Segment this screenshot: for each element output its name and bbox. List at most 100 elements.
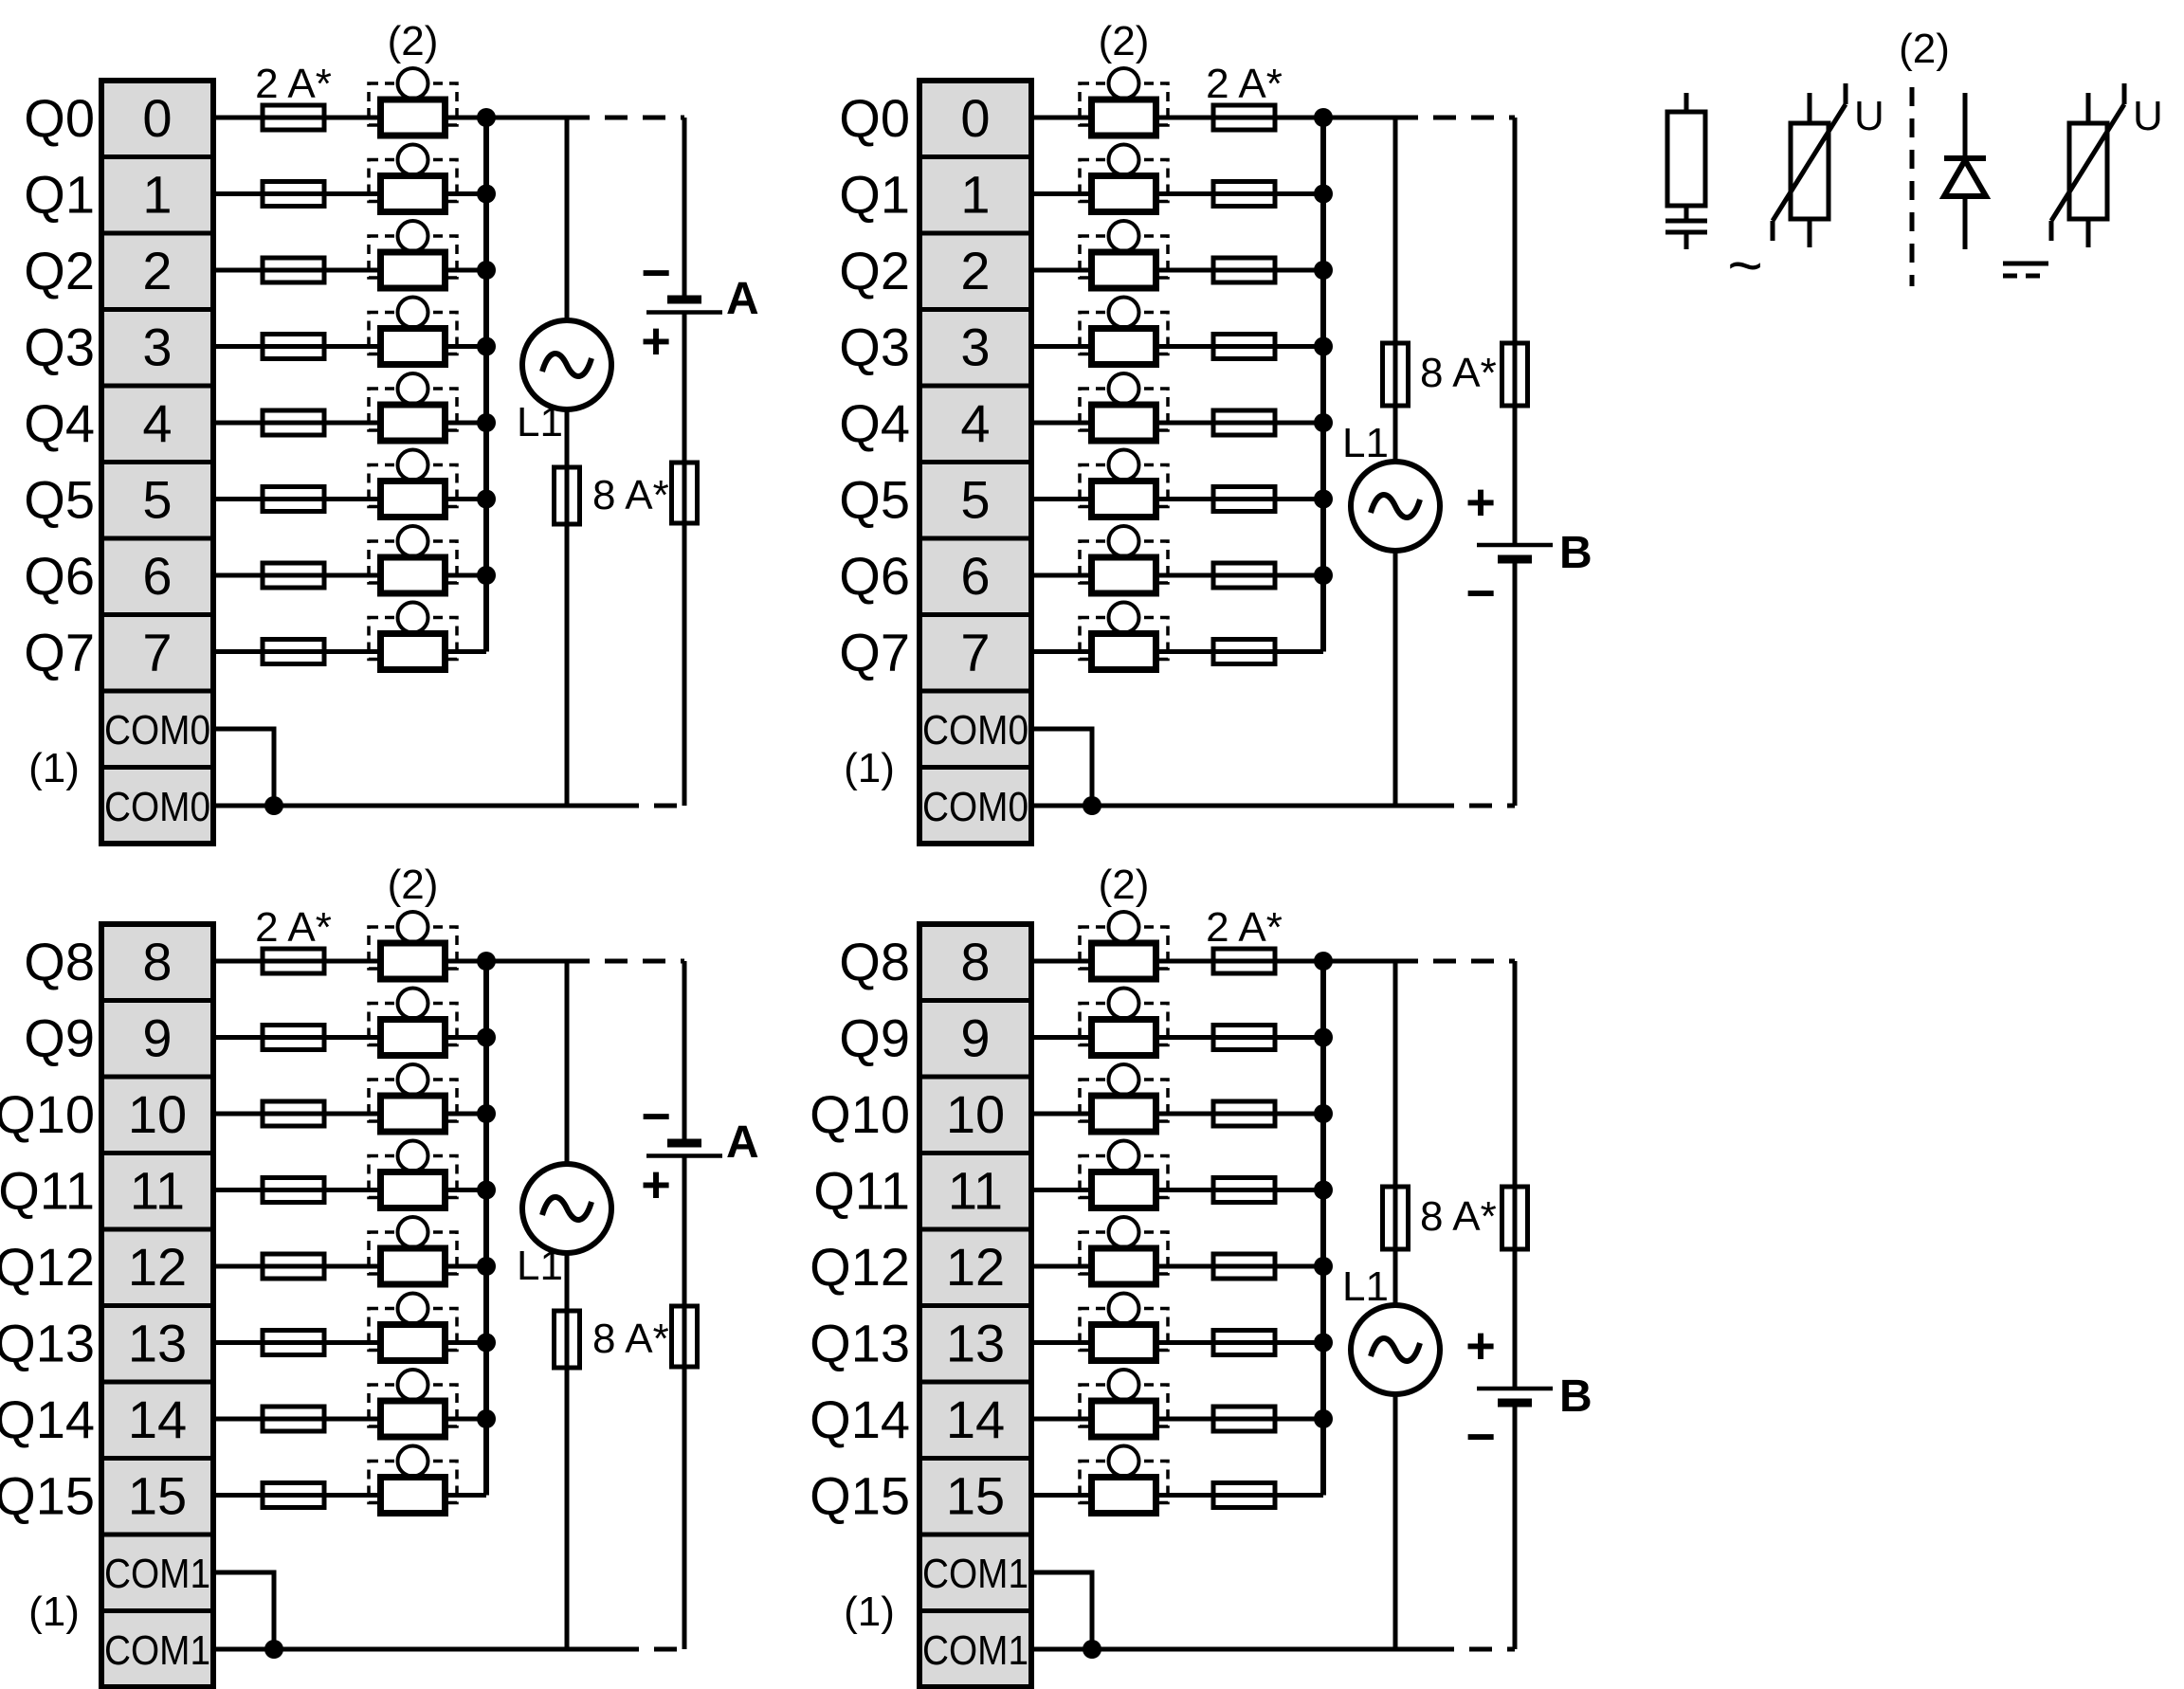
load-box — [377, 939, 448, 983]
protection-indicator-circle — [395, 66, 430, 100]
terminal-number: 9 — [960, 1008, 990, 1068]
protection-indicator-circle — [395, 1368, 430, 1402]
protection-indicator-circle — [1106, 66, 1141, 100]
legend-rc-snubber — [1665, 93, 1708, 249]
branch-fuse — [260, 332, 327, 361]
load-box — [1088, 325, 1159, 368]
channel-label: Q6 — [839, 546, 910, 606]
com-note: (1) — [28, 745, 80, 791]
ac-symbol: ~ — [1727, 231, 1762, 300]
channel-label: Q7 — [839, 623, 910, 682]
terminal-number: 6 — [142, 546, 172, 606]
terminal-number: 4 — [142, 393, 172, 453]
load-box — [1088, 248, 1159, 292]
protection-note: (2) — [388, 862, 439, 908]
battery-branch: +−B — [1465, 961, 1592, 1649]
terminal-number: 1 — [142, 165, 172, 225]
channel-label: Q13 — [810, 1314, 910, 1373]
protection-note: (2) — [1099, 18, 1150, 64]
battery-branch: −+A — [641, 118, 759, 806]
output-row: Q14 14 — [0, 1368, 496, 1449]
terminal-number: 10 — [946, 1084, 1005, 1144]
channel-label: Q8 — [24, 932, 95, 991]
load-box — [1088, 478, 1159, 520]
com-terminal-label: COM1 — [104, 1551, 210, 1597]
battery-label: B — [1559, 528, 1592, 578]
bus-fuse — [552, 1308, 582, 1371]
junction-dot — [264, 796, 283, 815]
com-link-wire — [1031, 1570, 1095, 1649]
protection-indicator-circle — [395, 295, 430, 330]
varistor-diagonal — [2048, 102, 2127, 223]
branch-fuse — [260, 1023, 327, 1052]
load-box — [1088, 173, 1159, 215]
channel-label: Q12 — [810, 1237, 910, 1297]
load-box — [377, 325, 448, 368]
voltage-label: U — [2133, 93, 2163, 139]
load-box — [1088, 1474, 1159, 1516]
protection-indicator-circle — [1106, 1138, 1141, 1173]
branch-fuse — [260, 1251, 327, 1281]
load-box — [377, 1092, 448, 1135]
protection-indicator-circle — [1106, 1215, 1141, 1249]
channel-label: Q10 — [810, 1084, 910, 1144]
branch-fuse — [260, 1099, 327, 1129]
branch-fuse — [260, 1328, 327, 1357]
protection-indicator-circle — [395, 1291, 430, 1326]
load-box — [1088, 1244, 1159, 1288]
load-box — [1088, 401, 1159, 445]
polarity-sign-top: + — [1465, 474, 1496, 531]
bus-fuse — [1500, 340, 1530, 409]
protection-indicator-circle — [395, 910, 430, 944]
terminal-number: 4 — [960, 393, 990, 453]
source-branch: L18 A* — [1342, 961, 1497, 1649]
branch-fuse — [260, 637, 327, 666]
protection-note: (2) — [1099, 862, 1150, 908]
branch-fuse — [260, 255, 327, 285]
polarity-sign-bottom: − — [1465, 565, 1496, 622]
load-box — [377, 1244, 448, 1288]
protection-indicator-circle — [395, 1062, 430, 1097]
fuse-rating-label: 2 A* — [1206, 904, 1283, 951]
diode-triangle — [1938, 154, 1992, 199]
protection-indicator-circle — [1106, 986, 1141, 1021]
polarity-sign-top: + — [1465, 1317, 1496, 1374]
terminal-number: 11 — [130, 1161, 185, 1221]
load-box — [1088, 96, 1159, 139]
terminal-number: 9 — [142, 1008, 172, 1068]
protection-indicator-circle — [395, 219, 430, 253]
load-box — [377, 401, 448, 445]
terminal-number: 14 — [128, 1389, 187, 1449]
battery-label: A — [726, 1117, 759, 1168]
branch-fuse — [1210, 1251, 1278, 1281]
terminal-number: 14 — [946, 1389, 1005, 1449]
load-box — [377, 630, 448, 673]
channel-label: Q14 — [0, 1389, 95, 1449]
com-note: (1) — [28, 1589, 80, 1635]
battery-label: B — [1559, 1371, 1592, 1422]
terminal-number: 8 — [960, 932, 990, 991]
terminal-number: 0 — [960, 88, 990, 148]
bus-fuse — [1380, 340, 1410, 409]
junction-dot — [264, 1640, 283, 1659]
source-branch: L18 A* — [1342, 118, 1497, 806]
terminal-number: 12 — [946, 1237, 1005, 1297]
battery-label: A — [726, 274, 759, 324]
com-terminal-label: COM1 — [922, 1551, 1028, 1597]
protection-indicator-circle — [395, 1215, 430, 1249]
load-box — [377, 1474, 448, 1516]
